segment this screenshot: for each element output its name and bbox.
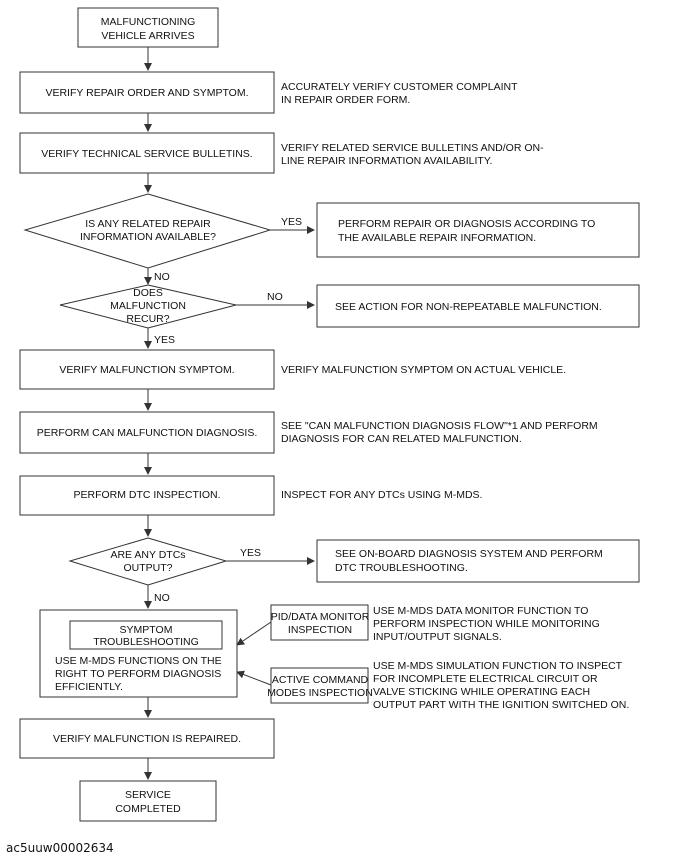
active-command-box: ACTIVE COMMAND MODES INSPECTION: [267, 667, 373, 704]
verify-repair-order-box: VERIFY REPAIR ORDER AND SYMPTOM.: [19, 71, 275, 114]
arrow-pid-to-symptom: [236, 621, 272, 646]
decision-info-text-2: INFORMATION AVAILABLE?: [80, 231, 216, 243]
verify-symptom-note: VERIFY MALFUNCTION SYMPTOM ON ACTUAL VEH…: [281, 364, 566, 376]
pid-text-2: INSPECTION: [288, 624, 352, 636]
verify-tsb-note-1: VERIFY RELATED SERVICE BULLETINS AND/OR …: [281, 142, 544, 154]
label-no-info: NO: [154, 271, 170, 283]
decision-dtc-text-1: ARE ANY DTCs: [110, 549, 185, 561]
symptom-body-1: USE M-MDS FUNCTIONS ON THE: [55, 655, 222, 667]
symptom-body-3: EFFICIENTLY.: [55, 681, 123, 693]
dtc-inspection-text: PERFORM DTC INSPECTION.: [73, 489, 220, 501]
can-diagnosis-box: PERFORM CAN MALFUNCTION DIAGNOSIS.: [19, 411, 275, 454]
verify-symptom-text: VERIFY MALFUNCTION SYMPTOM.: [59, 364, 234, 376]
active-text-2: MODES INSPECTION: [267, 687, 373, 699]
can-diagnosis-text: PERFORM CAN MALFUNCTION DIAGNOSIS.: [37, 427, 258, 439]
symptom-title-2: TROUBLESHOOTING: [93, 636, 199, 648]
non-repeatable-text: SEE ACTION FOR NON-REPEATABLE MALFUNCTIO…: [335, 301, 602, 313]
active-note-4: OUTPUT PART WITH THE IGNITION SWITCHED O…: [373, 699, 629, 711]
verify-repair-order-note-1: ACCURATELY VERIFY CUSTOMER COMPLAINT: [281, 81, 518, 93]
dtc-inspection-box: PERFORM DTC INSPECTION.: [19, 475, 275, 516]
obd-text-2: DTC TROUBLESHOOTING.: [335, 562, 468, 574]
dtc-inspection-note: INSPECT FOR ANY DTCs USING M-MDS.: [281, 489, 482, 501]
decision-malfunction-recur: DOES MALFUNCTION RECUR?: [59, 284, 237, 329]
decision-info-text-1: IS ANY RELATED REPAIR: [85, 218, 211, 230]
verify-tsb-text: VERIFY TECHNICAL SERVICE BULLETINS.: [41, 148, 252, 160]
non-repeatable-box: SEE ACTION FOR NON-REPEATABLE MALFUNCTIO…: [316, 284, 640, 328]
verify-tsb-note-2: LINE REPAIR INFORMATION AVAILABILITY.: [281, 155, 492, 167]
perform-repair-text-1: PERFORM REPAIR OR DIAGNOSIS ACCORDING TO: [338, 218, 595, 230]
arrow-active-to-symptom: [236, 670, 272, 686]
verify-repaired-text: VERIFY MALFUNCTION IS REPAIRED.: [53, 733, 241, 745]
label-yes-recur: YES: [154, 334, 175, 346]
decision-recur-text-2: MALFUNCTION: [110, 300, 186, 312]
decision-dtc-output: ARE ANY DTCs OUTPUT?: [68, 537, 228, 586]
image-code-label: ac5uuw00002634: [6, 841, 114, 855]
pid-text-1: PID/DATA MONITOR: [271, 611, 370, 623]
decision-recur-text-1: DOES: [133, 287, 163, 299]
can-diagnosis-note-2: DIAGNOSIS FOR CAN RELATED MALFUNCTION.: [281, 433, 522, 445]
verify-tsb-box: VERIFY TECHNICAL SERVICE BULLETINS.: [19, 132, 275, 174]
connectors: [144, 47, 315, 780]
end-text-1: SERVICE: [125, 789, 171, 801]
symptom-title-1: SYMPTOM: [120, 624, 173, 636]
verify-symptom-box: VERIFY MALFUNCTION SYMPTOM.: [19, 349, 275, 390]
active-note-1: USE M-MDS SIMULATION FUNCTION TO INSPECT: [373, 660, 623, 672]
pid-note-1: USE M-MDS DATA MONITOR FUNCTION TO: [373, 605, 588, 617]
verify-repair-order-note-2: IN REPAIR ORDER FORM.: [281, 94, 410, 106]
obd-text-1: SEE ON-BOARD DIAGNOSIS SYSTEM AND PERFOR…: [335, 548, 603, 560]
pid-note-2: PERFORM INSPECTION WHILE MONITORING: [373, 618, 600, 630]
label-yes-dtc: YES: [240, 547, 261, 559]
label-yes-info: YES: [281, 216, 302, 228]
pid-note-3: INPUT/OUTPUT SIGNALS.: [373, 631, 502, 643]
verify-repaired-box: VERIFY MALFUNCTION IS REPAIRED.: [19, 718, 275, 759]
verify-repair-order-text: VERIFY REPAIR ORDER AND SYMPTOM.: [45, 87, 248, 99]
label-no-recur: NO: [267, 291, 283, 303]
perform-repair-box: PERFORM REPAIR OR DIAGNOSIS ACCORDING TO…: [316, 202, 640, 258]
symptom-body-2: RIGHT TO PERFORM DIAGNOSIS: [55, 668, 221, 680]
start-box: MALFUNCTIONING VEHICLE ARRIVES: [77, 7, 219, 48]
active-note-2: FOR INCOMPLETE ELECTRICAL CIRCUIT OR: [373, 673, 598, 685]
symptom-title-box: [69, 620, 223, 650]
decision-recur-text-3: RECUR?: [126, 313, 169, 325]
perform-repair-text-2: THE AVAILABLE REPAIR INFORMATION.: [338, 232, 536, 244]
end-box: SERVICE COMPLETED: [79, 780, 217, 822]
pid-data-monitor-box: PID/DATA MONITOR INSPECTION: [270, 604, 370, 641]
decision-dtc-text-2: OUTPUT?: [123, 562, 172, 574]
symptom-troubleshooting-box: SYMPTOM TROUBLESHOOTING USE M-MDS FUNCTI…: [39, 609, 238, 698]
start-text-1: MALFUNCTIONING: [101, 16, 196, 28]
label-no-dtc: NO: [154, 592, 170, 604]
end-text-2: COMPLETED: [115, 803, 181, 815]
active-text-1: ACTIVE COMMAND: [272, 674, 369, 686]
active-note-3: VALVE STICKING WHILE OPERATING EACH: [373, 686, 590, 698]
decision-info-available: IS ANY RELATED REPAIR INFORMATION AVAILA…: [23, 193, 272, 269]
obd-troubleshooting-box: SEE ON-BOARD DIAGNOSIS SYSTEM AND PERFOR…: [316, 539, 640, 583]
start-text-2: VEHICLE ARRIVES: [101, 30, 194, 42]
can-diagnosis-note-1: SEE "CAN MALFUNCTION DIAGNOSIS FLOW"*1 A…: [281, 420, 598, 432]
